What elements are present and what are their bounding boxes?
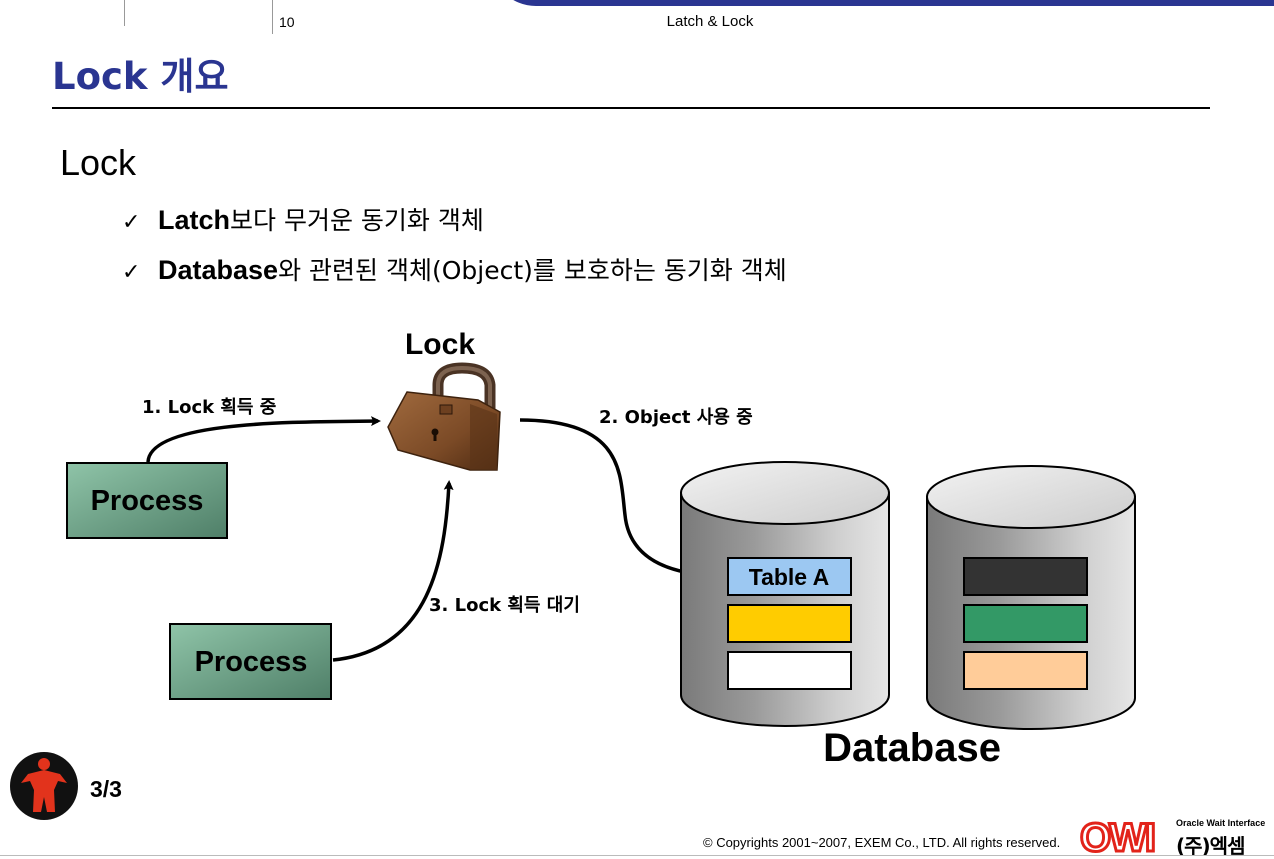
footer-divider [0,855,1274,856]
arrow-acquiring [146,416,381,463]
owi-logo-text: OWI [1080,816,1154,858]
checkmark-icon: ✓ [122,210,141,235]
slide-title: Lock 개요 [52,55,229,98]
header-divider-right [272,0,273,34]
page-number: 10 [279,14,295,30]
header-title: Latch & Lock [666,13,754,30]
company-name: (주)엑셈 [1176,834,1245,858]
table-a-block [727,557,852,596]
lock-label: Lock [405,328,475,361]
owi-logo: OWI [1079,815,1158,859]
title-underline [52,107,1210,109]
section-heading: Lock [60,142,137,183]
process-label: Process [195,646,308,678]
arrow-waiting [332,480,454,662]
database-cylinder-1: Table A [680,461,890,727]
copyright-text: © Copyrights 2001~2007, EXEM Co., LTD. A… [703,835,1061,850]
process-box-top: Process [66,462,228,539]
step-label-acquiring: 1. Lock 획득 중 [142,397,276,418]
process-box-bottom: Process [169,623,332,700]
header-divider-left [124,0,125,26]
process-label: Process [91,485,204,517]
table-block-green [963,604,1088,643]
page-count: 3/3 [90,776,122,802]
database-label: Database [823,726,1001,770]
owi-subtitle: Oracle Wait Interface [1176,818,1266,828]
database-cylinder-2 [926,465,1136,730]
arrow-using-object [519,418,725,581]
padlock-icon [387,362,501,471]
header-banner [490,0,1274,6]
bullet-bold-text: Latch [158,205,231,235]
table-block-black [963,557,1088,596]
bullet-text: 보다 무거운 동기화 객체 [230,206,484,235]
step-label-waiting: 3. Lock 획득 대기 [429,595,580,616]
checkmark-icon: ✓ [122,260,141,285]
bullet-bold-text: Database [158,255,279,285]
bullet-item: ✓ Database와 관련된 객체(Object)를 보호하는 동기화 객체 [122,251,787,287]
bullet-text: 와 관련된 객체(Object)를 보호하는 동기화 객체 [278,256,787,285]
step-label-using: 2. Object 사용 중 [599,407,753,428]
table-block-white [727,651,852,690]
table-block-yellow [727,604,852,643]
table-a-label: Table A [749,564,830,590]
bullet-item: ✓ Latch보다 무거운 동기화 객체 [122,201,484,237]
table-block-peach [963,651,1088,690]
mascot-logo [10,752,78,820]
